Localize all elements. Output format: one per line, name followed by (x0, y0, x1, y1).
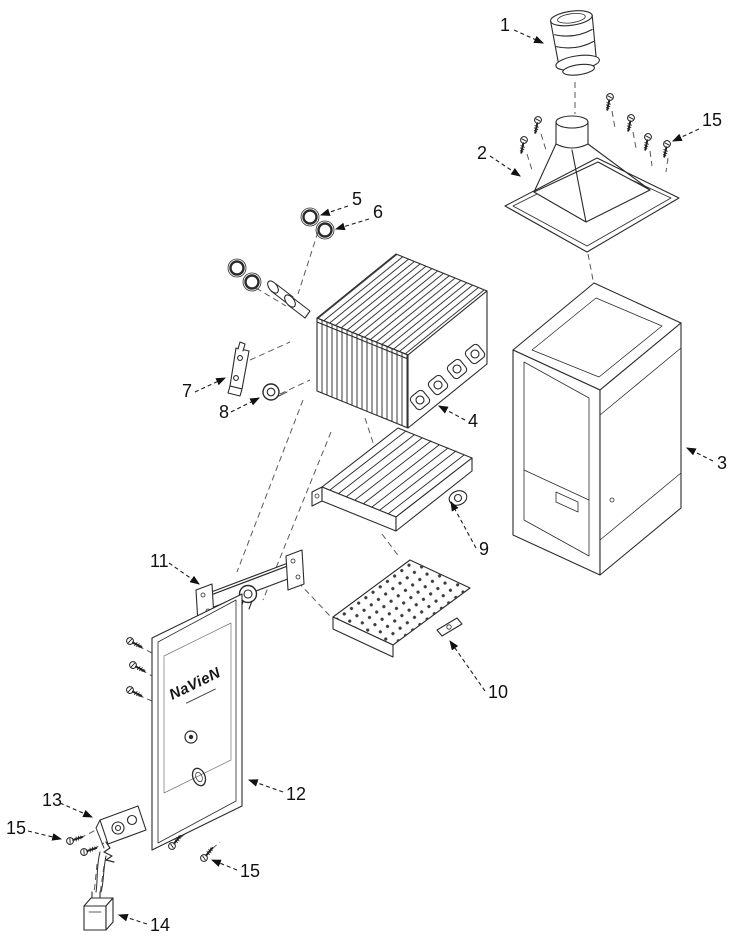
screw-icon (530, 114, 544, 135)
svg-text:7: 7 (182, 381, 192, 401)
screw-icon (124, 684, 145, 701)
svg-text:1: 1 (500, 15, 510, 35)
svg-text:15: 15 (240, 861, 260, 881)
callout-10: 10 (449, 640, 508, 702)
part-o-rings (227, 207, 335, 292)
svg-text:6: 6 (373, 202, 383, 222)
screw-icon (659, 138, 673, 159)
part-ignition-unit (95, 805, 147, 893)
part-gas-manifold (195, 549, 305, 625)
callout-3: 3 (686, 447, 727, 473)
svg-text:10: 10 (488, 682, 508, 702)
callout-15-bottom: 15 (210, 859, 260, 881)
callout-13: 13 (42, 790, 94, 818)
svg-text:2: 2 (477, 143, 487, 163)
callout-1: 1 (500, 15, 545, 44)
callout-2: 2 (477, 143, 521, 177)
callout-8: 8 (219, 397, 260, 422)
callout-5: 5 (319, 189, 362, 216)
callout-7: 7 (182, 377, 226, 401)
callout-6: 6 (334, 202, 383, 231)
screw-icon (127, 659, 148, 676)
callout-9: 9 (450, 501, 489, 559)
callout-15-top: 15 (672, 110, 722, 142)
screw-icon (623, 112, 637, 133)
screw-icon (198, 844, 216, 864)
callout-4: 4 (438, 405, 478, 431)
part-transformer (83, 891, 114, 931)
svg-text:5: 5 (352, 189, 362, 209)
screw-icon (124, 635, 145, 652)
part-heat-exchanger (267, 253, 488, 429)
callout-14: 14 (117, 914, 170, 935)
svg-text:12: 12 (286, 784, 306, 804)
screw-icon (516, 134, 530, 155)
part-bushing (262, 383, 288, 401)
part-top-panel-assembly (504, 115, 680, 253)
part-casing (512, 282, 682, 576)
svg-text:15: 15 (6, 818, 26, 838)
callout-11: 11 (150, 551, 200, 585)
svg-text:15: 15 (702, 110, 722, 130)
callouts: 1 2 3 4 5 6 7 8 (6, 15, 727, 935)
callout-15-left: 15 (6, 818, 63, 841)
part-burner-assembly (311, 427, 473, 532)
svg-text:11: 11 (150, 551, 169, 571)
svg-text:14: 14 (150, 915, 170, 935)
svg-text:9: 9 (479, 539, 489, 559)
part-burner-base-plate (332, 559, 471, 658)
svg-text:4: 4 (468, 411, 478, 431)
parts-art: NaVieN (64, 10, 682, 931)
svg-text:3: 3 (717, 453, 727, 473)
svg-text:13: 13 (42, 790, 62, 810)
screw-icon (640, 131, 654, 152)
part-exhaust-duct-adapter (550, 10, 601, 76)
callout-12: 12 (247, 779, 306, 804)
screw-icon (64, 832, 85, 847)
part-fixing-bracket (227, 341, 250, 397)
part-front-panel: NaVieN (151, 593, 243, 851)
screw-icon (78, 843, 99, 858)
screw-icon (602, 91, 616, 112)
svg-text:8: 8 (219, 402, 229, 422)
